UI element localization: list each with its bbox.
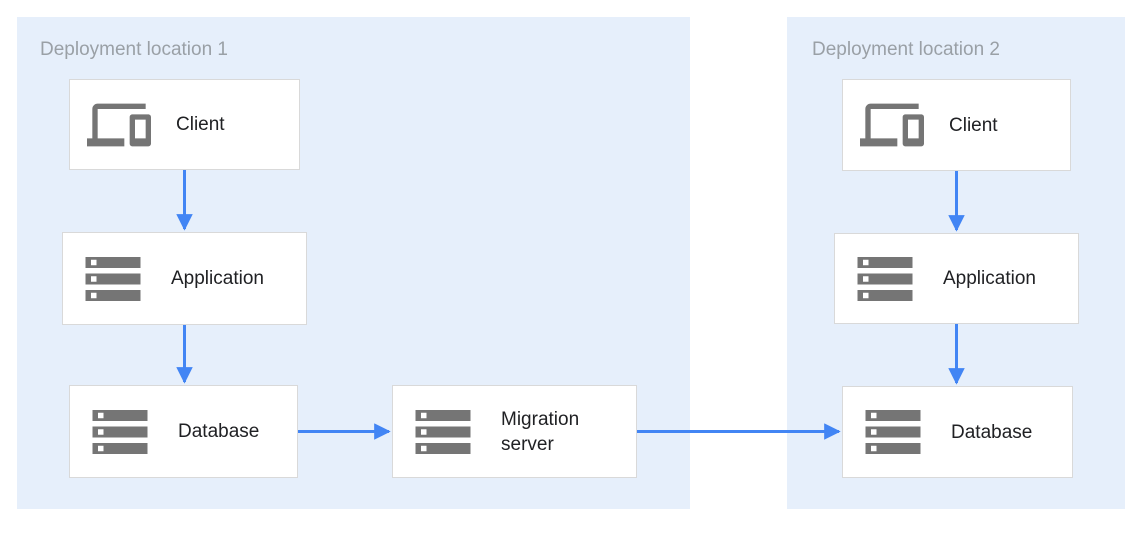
client-devices-icon (860, 93, 924, 157)
node-label: Client (176, 114, 225, 135)
node-database-2: Database (842, 386, 1073, 478)
server-stack-icon (852, 246, 918, 312)
node-client-1: Client (69, 79, 300, 170)
node-application-1: Application (62, 232, 307, 325)
deployment-location-2-title: Deployment location 2 (812, 39, 1000, 60)
deployment-location-1-title: Deployment location 1 (40, 39, 228, 60)
node-label: Database (178, 421, 260, 442)
node-label: Application (171, 268, 264, 289)
node-migration-server: Migration server (392, 385, 637, 478)
node-application-2: Application (834, 233, 1079, 324)
node-label: Migration server (501, 408, 580, 455)
client-devices-icon (87, 93, 151, 157)
node-client-2: Client (842, 79, 1071, 171)
server-stack-icon (87, 399, 153, 465)
node-database-1: Database (69, 385, 298, 478)
node-label: Application (943, 268, 1036, 289)
node-label: Database (951, 421, 1033, 443)
server-stack-icon (860, 399, 926, 465)
server-stack-icon (80, 246, 146, 312)
server-stack-icon (410, 399, 476, 465)
node-label: Client (949, 114, 998, 136)
